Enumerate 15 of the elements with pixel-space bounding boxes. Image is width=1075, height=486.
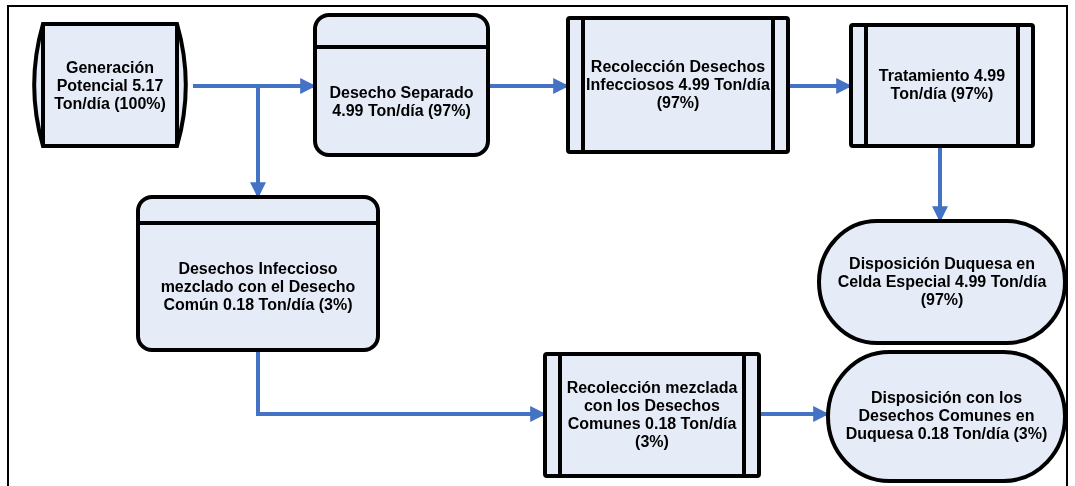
node-label: Disposición Duquesa en Celda Especial 4.99 Ton/día (97%) bbox=[836, 254, 1048, 309]
node-label: Generación Potencial 5.17 Ton/día (100%) bbox=[53, 58, 167, 113]
node-label: Disposición con los Desechos Comunes en Duquesa 0.18 Ton/día (3%) bbox=[844, 389, 1049, 443]
node-label: Desecho Separado 4.99 Ton/día (97%) bbox=[328, 83, 475, 120]
process-card bbox=[313, 13, 490, 157]
terminal-shape bbox=[826, 350, 1067, 483]
predefined-process-box bbox=[566, 16, 790, 154]
process-card bbox=[136, 195, 380, 352]
node-label: Recolección Desechos Infecciosos 4.99 Ton/día (97%) bbox=[585, 57, 771, 112]
predefined-process-box bbox=[849, 23, 1035, 148]
node-label: Recolección mezclada con los Desechos Comunes 0.18 Ton/día (3%) bbox=[565, 378, 739, 451]
predefined-process-box bbox=[543, 352, 761, 478]
node-label: Desechos Infeccioso mezclado con el Desecho Común 0.18 Ton/día (3%) bbox=[159, 260, 357, 314]
terminal-shape bbox=[817, 219, 1067, 345]
node-label: Tratamiento 4.99 Ton/día (97%) bbox=[877, 67, 1007, 103]
